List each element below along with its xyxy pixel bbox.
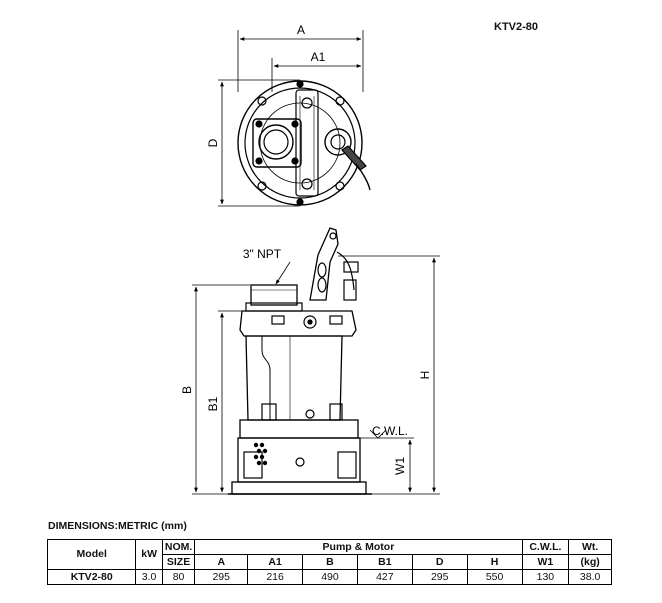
dim-label-a1: A1 xyxy=(311,50,326,64)
cell-b1: 427 xyxy=(356,569,413,585)
cell-kw: 3.0 xyxy=(135,569,163,585)
dim-label-a: A xyxy=(297,23,305,37)
top-view xyxy=(218,30,371,207)
dim-label-d: D xyxy=(206,138,220,147)
header-a1: A1 xyxy=(247,554,304,570)
model-code: KTV2-80 xyxy=(494,21,539,33)
header-kw: kW xyxy=(135,539,163,570)
dim-label-b1: B1 xyxy=(206,396,220,411)
header-kg: (kg) xyxy=(568,554,612,570)
cell-h: 550 xyxy=(466,569,523,585)
cell-b: 490 xyxy=(302,569,358,585)
header-cwl: C.W.L. xyxy=(521,539,570,555)
header-a: A xyxy=(194,554,249,570)
cwl-label: C.W.L. xyxy=(372,424,408,438)
header-pump-motor: Pump & Motor xyxy=(194,539,523,555)
npt-label: 3" NPT xyxy=(243,247,282,261)
header-b1: B1 xyxy=(356,554,413,570)
dimensions-table: Model kW NOM. Pump & Motor C.W.L. Wt. SI… xyxy=(46,539,612,585)
header-model: Model xyxy=(46,539,137,570)
cell-a1: 216 xyxy=(247,569,304,585)
header-w1: W1 xyxy=(521,554,570,570)
dim-label-w1: W1 xyxy=(393,457,407,475)
side-view xyxy=(192,227,440,495)
header-d: D xyxy=(411,554,468,570)
dimensions-title: DIMENSIONS:METRIC (mm) xyxy=(48,520,187,532)
header-row-2: SIZE A A1 B B1 D H W1 (kg) xyxy=(48,554,612,570)
header-size: SIZE xyxy=(161,554,196,570)
cell-model: KTV2-80 xyxy=(46,569,137,585)
header-nom: NOM. xyxy=(161,539,196,555)
cell-size: 80 xyxy=(161,569,196,585)
dim-label-h: H xyxy=(418,371,432,380)
dim-label-b: B xyxy=(180,386,194,394)
header-b: B xyxy=(302,554,358,570)
header-h: H xyxy=(466,554,523,570)
cell-w1: 130 xyxy=(521,569,570,585)
cell-wt: 38.0 xyxy=(568,569,612,585)
header-row-1: Model kW NOM. Pump & Motor C.W.L. Wt. xyxy=(46,539,612,570)
cell-d: 295 xyxy=(411,569,468,585)
header-wt: Wt. xyxy=(568,539,612,555)
cell-a: 295 xyxy=(194,569,249,585)
pump-drawing: A A1 D xyxy=(180,23,440,495)
table-row: KTV2-80 3.0 80 295 216 490 427 295 550 1… xyxy=(46,569,612,585)
